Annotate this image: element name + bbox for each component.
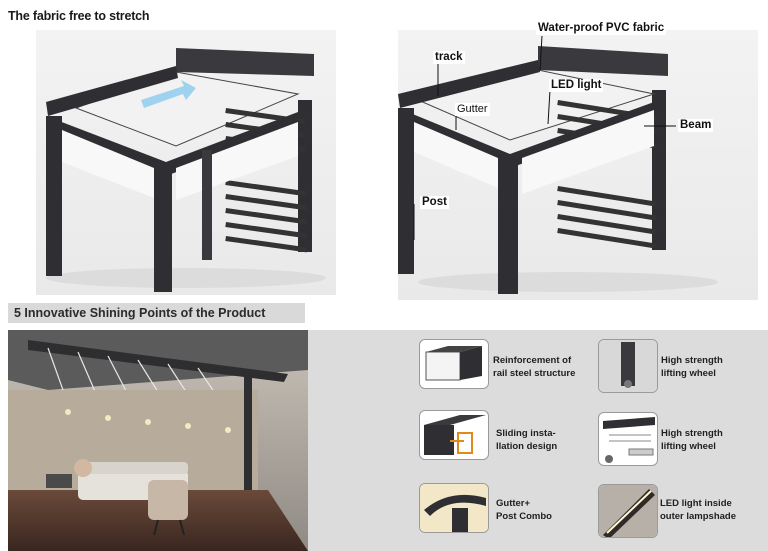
room-scene-photo <box>8 330 308 551</box>
feature-label-gutter-post: Gutter+ Post Combo <box>496 498 552 522</box>
feature-thumb-gutter-post <box>419 483 489 533</box>
feature-label-rail-steel: Reinforcement of rail steel structure <box>493 355 576 379</box>
feature-thumb-sliding-install <box>419 410 489 460</box>
callout-track: track <box>433 51 465 64</box>
room-scene-illustration <box>8 330 308 551</box>
feature-label-lifting-wheel: High strength lifting wheel <box>661 355 723 379</box>
left-pergola-panel <box>36 30 336 295</box>
pergola-stretch-illustration <box>46 48 326 292</box>
feature-thumb-led-lampshade <box>598 484 658 538</box>
feature-label-sliding-install: Sliding insta- llation design <box>496 428 558 452</box>
gutter-post-icon <box>420 484 488 532</box>
callout-post: Post <box>420 196 449 209</box>
section-title: 5 Innovative Shining Points of the Produ… <box>8 303 305 323</box>
led-lampshade-icon <box>599 485 657 537</box>
sliding-install-icon <box>424 415 486 455</box>
feature-label-led-lampshade: LED light inside outer lampshade <box>660 498 737 522</box>
feature-label-lifting-wheel-detail: High strength lifting wheel <box>661 428 723 452</box>
feature-thumb-lifting-wheel <box>598 339 658 393</box>
pergola-parts-illustration <box>398 35 718 294</box>
callout-beam: Beam <box>678 119 714 132</box>
lifting-wheel-detail-icon <box>603 417 655 463</box>
features-panel <box>308 330 768 551</box>
feature-thumb-lifting-wheel-detail <box>598 412 658 466</box>
lifting-wheel-icon <box>599 340 657 392</box>
rail-steel-icon <box>425 346 482 381</box>
callout-gutter: Gutter <box>455 103 490 116</box>
callout-waterproof-fabric: Water-proof PVC fabric <box>536 22 667 35</box>
feature-thumb-rail-steel <box>419 339 489 389</box>
right-pergola-panel <box>398 30 758 300</box>
callout-led-light: LED light <box>549 79 604 92</box>
top-heading: The fabric free to stretch <box>8 9 150 23</box>
